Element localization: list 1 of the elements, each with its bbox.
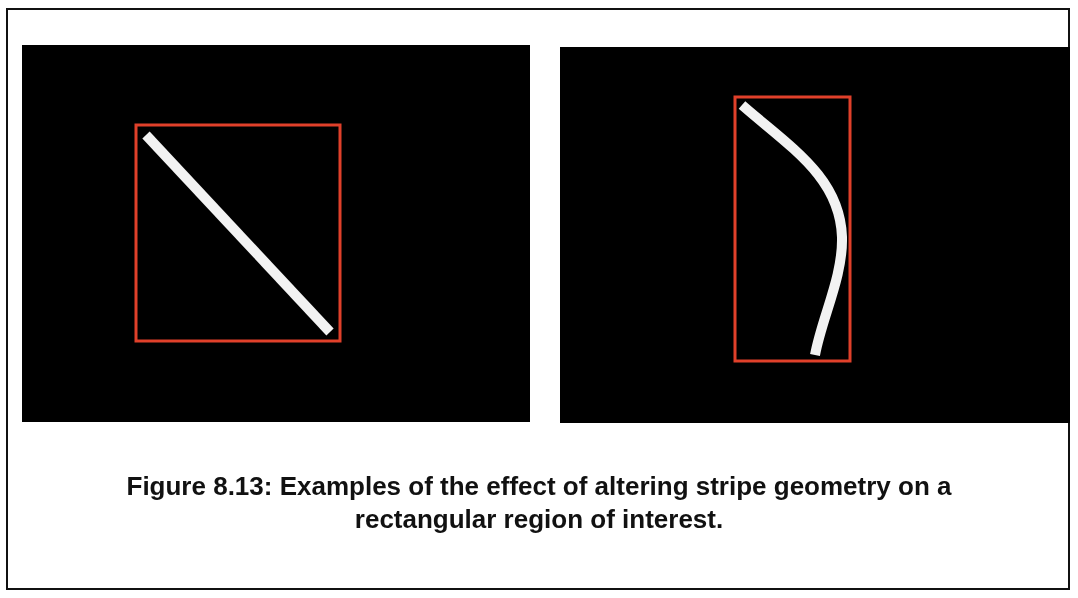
figure-caption: Figure 8.13: Examples of the effect of altering stripe geometry on a rectangular region of interest.	[125, 470, 953, 536]
